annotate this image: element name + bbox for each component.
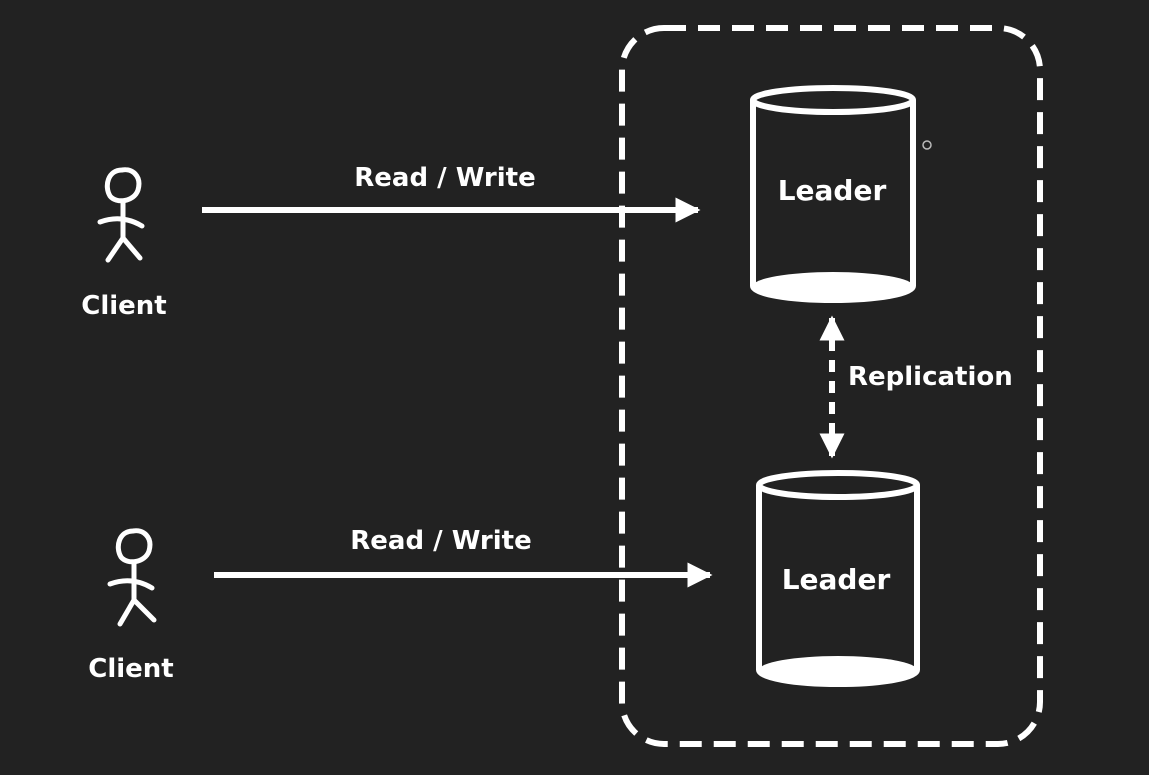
leader-database-2: Leader bbox=[756, 470, 920, 687]
read-write-connection-2: Read / Write bbox=[214, 526, 713, 588]
database-cylinder-icon bbox=[756, 470, 920, 687]
read-write-connection-1: Read / Write bbox=[202, 163, 701, 223]
client-1: Client bbox=[81, 167, 167, 321]
read-write-label: Read / Write bbox=[350, 526, 531, 556]
stick-figure-icon bbox=[107, 528, 157, 627]
database-label: Leader bbox=[778, 174, 887, 207]
stick-figure-icon bbox=[97, 167, 145, 263]
database-label: Leader bbox=[782, 563, 891, 596]
client-label: Client bbox=[88, 654, 173, 684]
cursor-dot bbox=[922, 140, 932, 150]
client-label: Client bbox=[81, 291, 166, 321]
client-2: Client bbox=[88, 528, 174, 684]
replication-link: Replication bbox=[819, 315, 1013, 459]
database-cylinder-icon bbox=[750, 85, 916, 303]
read-write-label: Read / Write bbox=[354, 163, 535, 193]
leader-database-1: Leader bbox=[750, 85, 916, 303]
database-cluster-boundary bbox=[619, 25, 1043, 747]
replication-label: Replication bbox=[848, 362, 1013, 392]
